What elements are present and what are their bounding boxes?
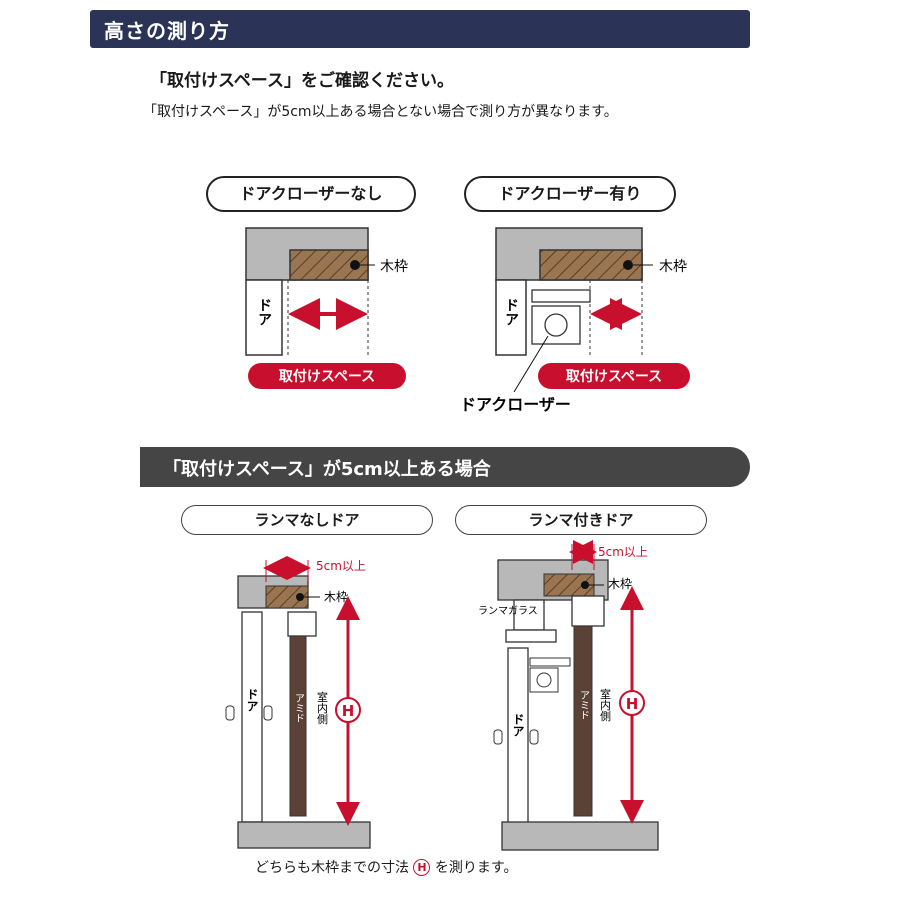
frame-label: 木枠 bbox=[659, 259, 687, 275]
bottom-diagrams: 5cm以上 木枠 ドア アミド 室内側 H 5cm以上 木枠 ランマガラス ドア bbox=[225, 540, 659, 851]
door-label: ドア bbox=[511, 713, 525, 737]
diagram-no-closer: 取付けスペース 木枠 ドア bbox=[245, 227, 408, 389]
door-panel bbox=[507, 647, 529, 827]
pill-no-transom-label: ランマなしドア bbox=[254, 511, 360, 529]
footer-note: どちらも木枠までの寸法 H を測ります。 bbox=[255, 857, 518, 877]
footer-height-symbol: H bbox=[413, 859, 431, 876]
pill-no-closer-label: ドアクローザーなし bbox=[239, 184, 383, 203]
door-label: ドア bbox=[503, 298, 519, 326]
frame-screw bbox=[350, 260, 360, 270]
diagram-with-transom: 5cm以上 木枠 ランマガラス ドア アミド 室内側 H bbox=[478, 540, 659, 851]
door-panel bbox=[495, 279, 527, 356]
height-symbol: H bbox=[342, 702, 355, 720]
closer-wheel bbox=[536, 672, 552, 688]
door-handle-outer bbox=[493, 729, 503, 745]
frame-screw bbox=[296, 593, 304, 601]
height-symbol-circle bbox=[335, 697, 361, 723]
screen-label: アミド bbox=[578, 690, 589, 720]
frame-screw bbox=[623, 260, 633, 270]
frame-label: 木枠 bbox=[324, 590, 348, 604]
screen-label: アミド bbox=[293, 693, 304, 723]
space-badge-label: 取付けスペース bbox=[566, 368, 662, 385]
height-symbol: H bbox=[626, 695, 639, 713]
closer-wheel bbox=[544, 313, 568, 337]
screen-cassette bbox=[571, 595, 605, 627]
floor bbox=[237, 821, 371, 849]
case-header-bar bbox=[140, 447, 750, 487]
top-diagrams: 取付けスペース 木枠 ドア 取付けスペース ドアクローザー 木枠 ドア bbox=[245, 227, 690, 414]
gap-label: 5cm以上 bbox=[598, 545, 648, 559]
space-badge-label: 取付けスペース bbox=[279, 368, 375, 385]
gap-label: 5cm以上 bbox=[316, 559, 366, 573]
pill-with-closer: ドアクローザー有り bbox=[464, 176, 676, 212]
section-header-bar bbox=[90, 10, 750, 48]
door-panel bbox=[245, 279, 283, 356]
diagram-no-transom: 5cm以上 木枠 ドア アミド 室内側 H bbox=[225, 556, 371, 849]
transom-sill bbox=[505, 629, 557, 643]
frame-label: 木枠 bbox=[608, 577, 632, 591]
pill-with-closer-label: ドアクローザー有り bbox=[498, 184, 642, 203]
transom-glass bbox=[513, 599, 545, 631]
door-handle-outer bbox=[225, 705, 235, 721]
screen-door bbox=[573, 625, 593, 817]
frame-label: 木枠 bbox=[380, 259, 408, 275]
section-title: 高さの測り方 bbox=[104, 19, 230, 43]
pill-no-transom: ランマなしドア bbox=[181, 505, 433, 535]
footer-text-after: を測ります。 bbox=[434, 860, 518, 876]
intro-text: 「取付けスペース」が5cm以上ある場合とない場合で測り方が異なります。 bbox=[143, 104, 618, 120]
door-panel bbox=[241, 611, 263, 823]
door-handle-inner bbox=[263, 705, 273, 721]
floor bbox=[501, 821, 659, 851]
closer-arm bbox=[531, 289, 591, 303]
space-badge bbox=[538, 363, 690, 389]
screen-door bbox=[289, 635, 307, 817]
space-badge bbox=[248, 363, 406, 389]
footer-text-before: どちらも木枠までの寸法 bbox=[255, 860, 409, 876]
case-title: 「取付けスペース」が5cm以上ある場合 bbox=[163, 459, 491, 480]
diagram-with-closer: 取付けスペース ドアクローザー 木枠 ドア bbox=[460, 227, 690, 414]
indoor-label: 室内側 bbox=[599, 687, 612, 721]
door-label: ドア bbox=[245, 688, 259, 712]
closer-leader bbox=[513, 335, 549, 393]
height-symbol-circle bbox=[619, 690, 645, 716]
pill-with-transom-label: ランマ付きドア bbox=[528, 511, 634, 529]
pill-no-closer: ドアクローザーなし bbox=[206, 176, 416, 212]
door-handle-inner bbox=[529, 729, 539, 745]
pill-with-transom: ランマ付きドア bbox=[455, 505, 707, 535]
closer-arm bbox=[529, 657, 571, 667]
door-label: ドア bbox=[256, 298, 272, 326]
closer-label: ドアクローザー bbox=[460, 395, 571, 414]
transom-label: ランマガラス bbox=[478, 605, 538, 617]
frame-screw bbox=[581, 581, 589, 589]
intro-heading: 「取付けスペース」をご確認ください。 bbox=[150, 71, 454, 91]
screen-cassette bbox=[287, 611, 317, 637]
indoor-label: 室内側 bbox=[316, 690, 329, 724]
